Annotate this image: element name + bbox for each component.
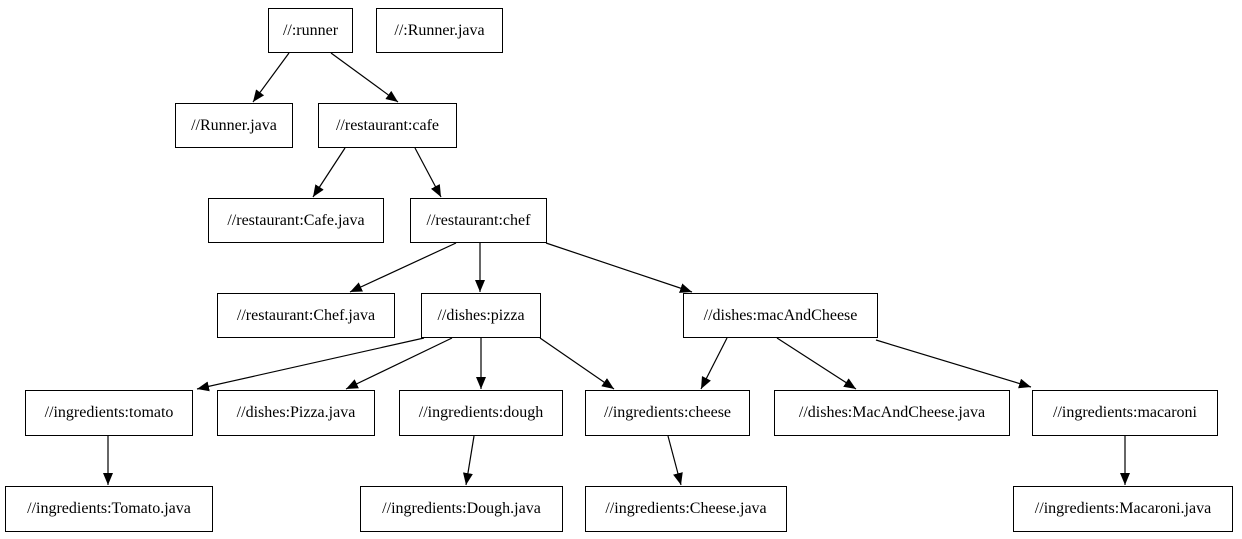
graph-node-runner: //:runner xyxy=(268,8,353,53)
graph-node-label: //dishes:macAndCheese xyxy=(703,306,858,324)
graph-node-Cafe-java: //restaurant:Cafe.java xyxy=(208,198,384,243)
graph-node-label: //ingredients:Macaroni.java xyxy=(1034,500,1212,517)
graph-edge-chef-to-macAndCheese xyxy=(545,242,693,293)
graph-edge-macAndCheese-to-cheese xyxy=(700,337,728,390)
graph-edge-macAndCheese-to-macaroni xyxy=(875,339,1032,389)
graph-edge-pizza-to-cheese xyxy=(539,337,615,390)
graph-node-label: //restaurant:Chef.java xyxy=(236,306,376,324)
graph-node-label: //ingredients:dough xyxy=(418,404,544,421)
graph-node-Dough-java: //ingredients:Dough.java xyxy=(360,486,563,532)
graph-edge-chef-to-Chef-java xyxy=(349,242,457,293)
graph-node-label: //ingredients:Cheese.java xyxy=(605,500,767,517)
graph-node-Pizza-java: //dishes:Pizza.java xyxy=(217,390,375,436)
graph-node-label: //ingredients:Tomato.java xyxy=(27,500,191,517)
graph-node-macAndCheese: //dishes:macAndCheese xyxy=(683,293,878,338)
graph-node-Runner-java: //Runner.java xyxy=(175,103,293,148)
graph-node-label: //ingredients:cheese xyxy=(603,404,732,421)
graph-node-cafe: //restaurant:cafe xyxy=(318,103,457,148)
graph-node-label: //:runner xyxy=(282,21,339,39)
graph-node-label: //dishes:MacAndCheese.java xyxy=(798,404,986,421)
graph-node-MacAndCheese-java: //dishes:MacAndCheese.java xyxy=(774,390,1010,436)
graph-node-cheese: //ingredients:cheese xyxy=(585,390,750,436)
graph-node-label: //dishes:pizza xyxy=(437,306,525,324)
graph-node-Tomato-java: //ingredients:Tomato.java xyxy=(5,486,213,532)
graph-node-pizza: //dishes:pizza xyxy=(421,293,541,338)
graph-edge-cafe-to-chef xyxy=(414,147,442,198)
graph-node-runner-java-root: //:Runner.java xyxy=(376,8,503,53)
graph-node-dough: //ingredients:dough xyxy=(399,390,563,436)
graph-node-Macaroni-java: //ingredients:Macaroni.java xyxy=(1013,486,1233,532)
graph-node-label: //ingredients:macaroni xyxy=(1053,404,1197,421)
graph-node-Cheese-java: //ingredients:Cheese.java xyxy=(585,486,787,532)
graph-node-label: //:Runner.java xyxy=(394,21,485,39)
graph-node-label: //ingredients:Dough.java xyxy=(382,500,541,517)
graph-edge-runner-to-Runner-java xyxy=(252,52,290,103)
graph-node-label: //dishes:Pizza.java xyxy=(236,404,356,421)
graph-edge-pizza-to-Pizza-java xyxy=(345,337,453,390)
graph-node-label: //restaurant:Cafe.java xyxy=(227,211,365,229)
graph-edge-macAndCheese-to-MacAndCheese-java xyxy=(776,337,857,390)
graph-node-tomato: //ingredients:tomato xyxy=(25,390,193,436)
graph-node-Chef-java: //restaurant:Chef.java xyxy=(217,293,395,338)
graph-node-label: //restaurant:chef xyxy=(426,211,531,229)
graph-node-chef: //restaurant:chef xyxy=(410,198,547,243)
graph-node-macaroni: //ingredients:macaroni xyxy=(1032,390,1218,436)
graph-node-label: //Runner.java xyxy=(191,116,277,134)
graph-edge-dough-to-Dough-java xyxy=(462,435,475,486)
graph-edge-pizza-to-tomato xyxy=(196,337,425,392)
graph-edge-cheese-to-Cheese-java xyxy=(667,435,683,486)
graph-edge-runner-to-cafe xyxy=(330,52,399,103)
graph-edge-cafe-to-Cafe-java xyxy=(312,147,346,198)
graph-node-label: //restaurant:cafe xyxy=(335,116,440,134)
graph-node-label: //ingredients:tomato xyxy=(44,404,174,421)
